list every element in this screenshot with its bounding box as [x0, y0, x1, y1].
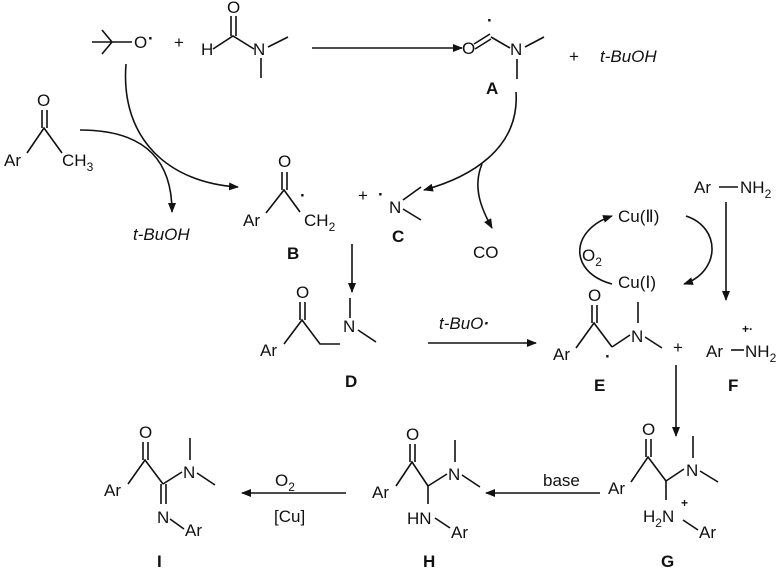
label-a: A	[486, 79, 498, 98]
atom-o: O	[406, 425, 419, 444]
tbuo-reagent: t-BuO·	[439, 314, 489, 333]
arrow-cui-to-cuii	[578, 215, 613, 285]
label-f: F	[728, 376, 738, 395]
label-e: E	[594, 376, 605, 395]
aminoketone-d: Ar O N	[260, 283, 377, 360]
atom-n: N	[157, 508, 169, 527]
atom-n: N	[183, 463, 195, 482]
radical-dot: ·	[378, 185, 384, 204]
cu-i: Cu(Ⅰ)	[618, 273, 656, 292]
atom-h2n: H2N	[643, 507, 674, 530]
atom-hn: HN	[407, 509, 432, 528]
radical-dot: ·	[148, 29, 154, 48]
atom-ar: Ar	[243, 211, 260, 230]
radical-dot: ·	[605, 347, 611, 366]
radical-dot: ·	[300, 186, 306, 205]
cation-radical-charge: +·	[742, 322, 753, 336]
ammonium-adduct-g: Ar O N H2N + Ar	[608, 420, 719, 542]
amidine-product-i: Ar O N N Ar	[104, 423, 216, 540]
label-g: G	[661, 552, 674, 571]
atom-o: O	[278, 152, 291, 171]
arrow-cuii-to-cui	[683, 215, 713, 285]
carbamoyl-radical-a: O · N	[462, 11, 545, 79]
arrow-a-to-c	[423, 91, 517, 192]
cu-ii: Cu(Ⅱ)	[618, 207, 659, 226]
atom-h: H	[201, 40, 213, 59]
arrow-to-co	[477, 163, 493, 229]
atom-o: O	[139, 423, 152, 442]
plus-sign: +	[673, 338, 683, 357]
atom-n: N	[343, 317, 355, 336]
arrow-to-tbuoh	[79, 129, 176, 213]
label-h: H	[423, 552, 435, 571]
atom-nh: NH2	[745, 342, 777, 365]
atom-n: N	[389, 198, 401, 217]
atom-ar: Ar	[260, 341, 277, 360]
atom-n: N	[631, 327, 643, 346]
atom-n: N	[686, 461, 698, 480]
atom-ar: Ar	[706, 342, 723, 361]
atom-ar: Ar	[699, 523, 716, 542]
atom-o: O	[134, 33, 147, 52]
atom-o: O	[642, 420, 655, 439]
atom-ar: Ar	[451, 523, 468, 542]
label-i: I	[157, 552, 162, 571]
label-c: C	[392, 227, 404, 246]
dmf-molecule: H O N	[201, 0, 289, 78]
aniline: Ar	[694, 178, 711, 197]
atom-ar: Ar	[553, 345, 570, 364]
label-b: B	[287, 244, 299, 263]
arrow-tbuo-to-b	[124, 63, 239, 191]
o2-cycle: O2	[582, 246, 602, 269]
atom-n: N	[510, 40, 522, 59]
base-reagent: base	[543, 471, 580, 490]
tert-butoxy-radical: O ·	[92, 29, 154, 55]
co-product: CO	[473, 243, 499, 262]
aminium-radical-cation-f: Ar +· NH2	[706, 322, 777, 365]
enolate-radical-b: Ar O · CH2	[243, 152, 336, 234]
atom-ar: Ar	[608, 479, 625, 498]
atom-o: O	[462, 39, 475, 58]
atom-o: O	[37, 91, 50, 110]
atom-ar: Ar	[372, 483, 389, 502]
alpha-amino-radical-e: Ar O · N	[553, 286, 663, 366]
cation-charge: +	[681, 496, 688, 510]
label-d: D	[345, 372, 357, 391]
aminal-h: Ar O N HN Ar	[372, 425, 481, 542]
o2-reagent: O2	[275, 471, 295, 494]
atom-o: O	[227, 0, 240, 17]
atom-o: O	[296, 283, 309, 302]
radical-dot: ·	[487, 11, 493, 30]
acetophenone: Ar O CH3	[4, 91, 94, 174]
atom-ch: CH3	[62, 151, 94, 174]
tbuoh-product-top: t-BuOH	[600, 47, 657, 66]
atom-n: N	[253, 40, 265, 59]
atom-n: N	[448, 465, 460, 484]
plus-sign: +	[569, 47, 579, 66]
atom-o: O	[588, 286, 601, 305]
aminyl-radical-c: · N	[378, 185, 422, 221]
atom-ar: Ar	[185, 521, 202, 540]
plus-sign: +	[174, 33, 184, 52]
atom-ar: Ar	[4, 151, 21, 170]
cu-reagent: [Cu]	[274, 507, 305, 526]
atom-ar: Ar	[104, 481, 121, 500]
atom-nh: NH2	[740, 178, 772, 201]
plus-sign: +	[358, 186, 368, 205]
atom-ch: CH2	[304, 211, 336, 234]
tbuoh-product-left: t-BuOH	[133, 225, 190, 244]
